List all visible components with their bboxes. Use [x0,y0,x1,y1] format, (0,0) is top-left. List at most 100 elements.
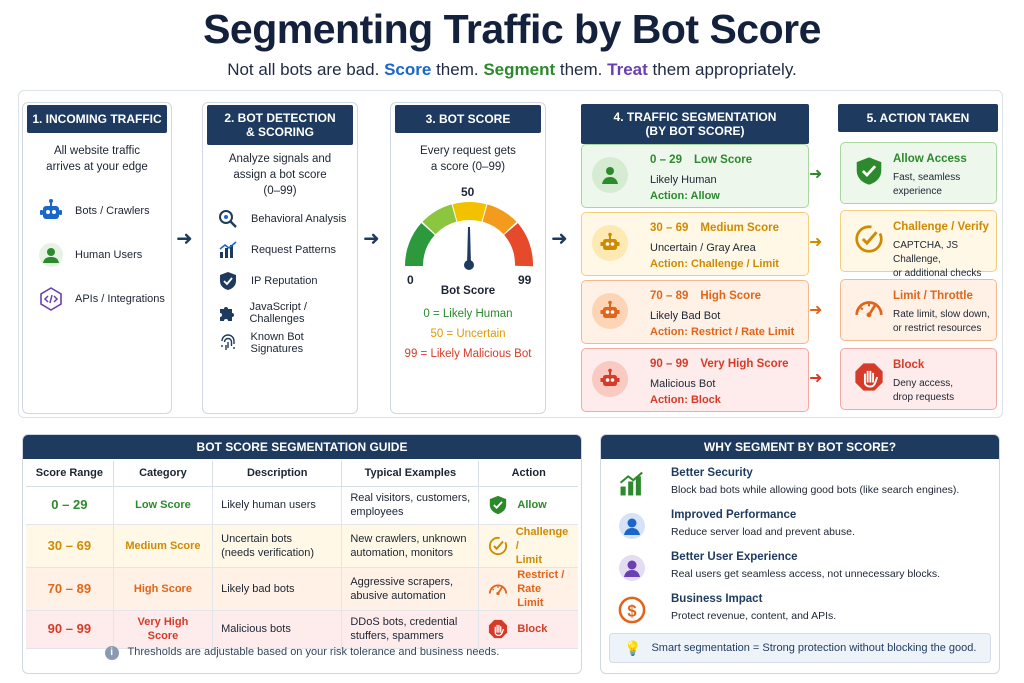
cell-range: 70 – 89 [26,567,114,611]
subtitle-part: them appropriately. [652,60,797,79]
desc-line: Malicious bots [221,623,291,635]
hand-stop-icon [851,359,887,395]
check-circle-icon [487,535,507,557]
action-desc: Deny access,drop requests [893,377,954,405]
segment-action: Action: Block [650,394,721,406]
flow-arrow-icon: ➜ [363,228,380,250]
action-line: Limit [515,553,543,566]
segment-action: Action: Challenge / Limit [650,258,779,270]
segment-action: Action: Restrict / Rate Limit [650,326,795,338]
subtitle-score: Score [384,60,432,79]
traffic-item-label: APIs / Integrations [75,293,165,305]
cell-action: Block [478,610,578,649]
cell-description: Likely human users [212,486,343,525]
user-icon [592,157,628,193]
gauge-mid-label: 50 [461,185,475,199]
segment-range: 0 – 29 [650,154,682,166]
cell-description: Malicious bots [212,610,343,649]
stage-desc-line: arrives at your edge [46,161,148,173]
user-icon [37,241,65,269]
signal-ip-reputation: IP Reputation [217,270,317,292]
cell-range: 90 – 99 [26,610,114,649]
guide-table: Score Range Category Description Typical… [26,461,578,649]
table-row: 0 – 29 Low Score Likely human users Real… [26,486,578,525]
action-card: Challenge / Verify CAPTCHA, JS Challenge… [840,210,997,279]
subtitle-part: them. [559,60,603,79]
cell-action: Allow [478,486,578,525]
why-item-desc: Reduce server load and prevent abuse. [671,526,855,538]
why-item-title: Better User Experience [671,551,798,563]
check-circle-icon [851,221,887,257]
segment-desc: Malicious Bot [650,378,716,390]
action-desc-line: Deny access, [893,378,954,389]
bar-chart-icon [617,469,647,499]
why-item-title: Business Impact [671,593,763,605]
traffic-item-humans: Human Users [37,241,142,269]
why-item-desc: Real users get seamless access, not unne… [671,568,941,580]
action-line: Challenge / [515,525,569,552]
stage-title-line: 4. TRAFFIC SEGMENTATION [613,109,777,124]
action-card: Limit / Throttle Rate limit, slow down,o… [840,279,997,341]
segment-desc: Likely Bad Bot [650,310,721,322]
bar-chart-icon [217,239,239,261]
shield-check-icon [217,270,239,292]
action-desc-line: Rate limit, slow down, [893,309,990,320]
stage-desc-line: assign a bot score [233,169,327,181]
table-row: 30 – 69 Medium Score Uncertain bots(need… [26,524,578,568]
example-line: automation, monitors [350,546,454,559]
segment-arrow-icon: ➜ [809,234,823,251]
action-title: Block [893,359,925,371]
why-title: WHY SEGMENT BY BOT SCORE? [601,435,999,459]
subtitle-treat: Treat [607,60,648,79]
segment-level: Very High Score [700,358,789,370]
action-title: Allow Access [893,153,967,165]
action-text: Restrict /Rate Limit [517,568,570,610]
stage-incoming-traffic: 1. INCOMING TRAFFIC All website traffic … [22,102,172,414]
stage-action-taken: 5. ACTION TAKEN Allow Access Fast, seaml… [836,102,1001,414]
info-icon: i [104,646,119,660]
subtitle-part: them. [436,60,479,79]
col-header: Description [212,461,343,487]
action-line: Allow [517,499,547,511]
segment-title: 0 – 29 Low Score [650,154,752,166]
legend-human: 0 = Likely Human [423,308,513,320]
legend-malicious: 99 = Likely Malicious Bot [404,348,532,360]
stage-title-line: 2. BOT DETECTION [224,110,336,125]
segment-range: 30 – 69 [650,222,689,234]
lightbulb-icon: 💡 [624,639,642,656]
action-desc-line: or additional checks [893,268,982,279]
example-line: abusive automation [350,589,446,602]
cell-range: 30 – 69 [26,524,114,568]
segment-range: 70 – 89 [650,290,689,302]
table-row: 90 – 99 Very High Score Malicious bots D… [26,610,578,649]
guide-title: BOT SCORE SEGMENTATION GUIDE [23,435,581,459]
signal-javascript: JavaScript / Challenges [217,301,357,325]
cell-description: Likely bad bots [212,567,343,611]
col-header: Typical Examples [341,461,480,487]
example-line: New crawlers, unknown [350,532,467,545]
cell-examples: Aggressive scrapers,abusive automation [341,567,480,611]
desc-line: (needs verification) [221,546,315,559]
signal-label: IP Reputation [251,275,318,287]
example-line: Aggressive scrapers, [350,575,454,588]
action-text: Challenge /Limit [516,525,570,567]
stage-title-line: (BY BOT SCORE) [645,124,745,138]
cell-range: 0 – 29 [26,486,114,525]
why-item-desc: Block bad bots while allowing good bots … [671,484,960,496]
example-line: DDoS bots, credential [350,616,458,628]
segment-level: Low Score [693,154,753,166]
magnifier-icon [217,208,239,230]
table-row: 70 – 89 High Score Likely bad bots Aggre… [26,567,578,611]
segment-range: 90 – 99 [650,358,689,370]
example-line: Real visitors, customers, [350,492,471,504]
col-header: Score Range [26,461,114,487]
why-item-desc: Protect revenue, content, and APIs. [671,610,837,622]
action-title: Limit / Throttle [893,290,973,302]
stage-desc-line: (0–99) [263,185,297,197]
